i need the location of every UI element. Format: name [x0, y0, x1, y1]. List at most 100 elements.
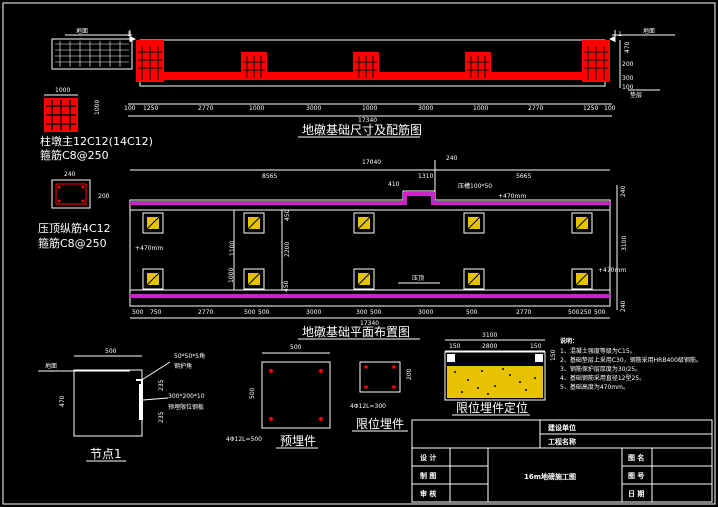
lpos-height: 150 — [550, 349, 557, 361]
plan-dim-left: 8565 — [262, 173, 277, 180]
column-detail: 1000 1000 柱墩主12C12(14C12) 箍筋C8@250 — [40, 87, 153, 162]
limiter-title: 限位埋件 — [356, 416, 404, 431]
node-plate2: 预埋限位钢板 — [168, 403, 204, 411]
plan-view: 17040 240 8565 1310 5665 410 压槽100*50 +4… — [129, 155, 628, 340]
node-dim235b: 235 — [158, 411, 165, 423]
elev-dim-4: 1000 — [249, 105, 264, 112]
limiter-height: 200 — [406, 368, 413, 380]
limiter-rebar: 4Φ12L=300 — [350, 403, 386, 410]
plan-bottom-total: 17340 — [360, 320, 379, 327]
col-rebar: 柱墩主12C12(14C12) — [40, 134, 153, 148]
plan-dim-mid: 1310 — [418, 173, 433, 180]
note-5: 5、基础高度为470mm。 — [560, 383, 629, 391]
col-stirrup: 箍筋C8@250 — [40, 148, 109, 162]
node-detail: 地面 500 470 235 235 50*50*5角 钢护角 300*200*… — [38, 348, 205, 462]
plan-bdim-8: 500 — [370, 309, 382, 316]
tb-project: 工程名称 — [548, 437, 576, 446]
plan-bdim-10: 500 — [466, 309, 478, 316]
tb-draw: 制 图 — [420, 471, 436, 480]
ground-label-left: 地面 — [76, 27, 88, 35]
cap-rebar: 压顶纵筋4C12 — [38, 221, 111, 235]
col-height: 1000 — [94, 100, 101, 115]
elev-dim-2: 1250 — [143, 105, 158, 112]
embed-rebar: 4Φ12L=500 — [226, 436, 262, 443]
node-dim235: 235 — [158, 379, 165, 391]
inner-dim-2200: 2200 — [284, 242, 291, 257]
plan-bdim-9: 3000 — [418, 309, 433, 316]
note-4: 4、基础钢筋采用直径12型25。 — [560, 374, 645, 382]
tb-design: 设 计 — [420, 453, 436, 462]
note-2: 2、基础垫层上采用C30，钢筋采用HRB400级钢筋。 — [560, 356, 702, 364]
cap-height: 200 — [98, 193, 110, 200]
plan-bdim-4: 500 — [244, 309, 256, 316]
node-height: 470 — [59, 395, 66, 407]
elev-dim-5: 3000 — [306, 105, 321, 112]
tb-check: 审 核 — [420, 489, 436, 498]
embed-detail: 500 500 4Φ12L=500 预埋件 — [226, 344, 331, 449]
inner-dim-450-bot: 450 — [283, 280, 290, 292]
lpos-dim-1: 150 — [449, 343, 461, 350]
plan-groove: 压槽100*50 — [458, 182, 492, 190]
elev-dim-7: 3000 — [418, 105, 433, 112]
right-dim-100: 100 — [622, 84, 634, 91]
limiter-position-detail: 3100 150 2800 150 150 限位埋件定位 — [444, 332, 557, 416]
plan-right-240-bot: 240 — [620, 300, 627, 312]
note-3: 3、钢筋保护层厚度为30/25。 — [560, 365, 641, 373]
plan-right-3100: 3100 — [621, 236, 628, 251]
elev-dim-8: 1000 — [473, 105, 488, 112]
limiter-detail: 200 4Φ12L=300 限位埋件 — [350, 361, 413, 432]
lpos-dim-2: 2800 — [482, 343, 497, 350]
embed-height: 500 — [249, 387, 256, 399]
section-marker-right: 1 — [618, 31, 622, 38]
lpos-title: 限位埋件定位 — [456, 400, 528, 415]
node-angle: 50*50*5角 — [174, 352, 205, 360]
inner-dim-1100: 1100 — [229, 241, 236, 256]
ground-label-right: 地面 — [643, 27, 655, 35]
plan-cap-label: 压顶 — [412, 275, 424, 282]
plan-top-total: 17040 — [362, 159, 381, 166]
plan-elev-left: +470mm — [135, 245, 163, 252]
col-width: 1000 — [55, 87, 70, 94]
cap-width: 240 — [64, 171, 76, 178]
right-dim-300: 300 — [622, 75, 634, 82]
elev-dim-6: 1000 — [362, 105, 377, 112]
tb-figure: 图 名 — [628, 453, 644, 462]
node-width: 500 — [105, 348, 117, 355]
cap-detail: 240 200 压顶纵筋4C12 箍筋C8@250 — [38, 171, 111, 250]
plan-bdim-13: 250 — [580, 309, 592, 316]
plan-dim-right: 5665 — [516, 173, 531, 180]
elev-total: 17340 — [358, 117, 377, 124]
node-angle2: 钢护角 — [174, 362, 192, 370]
plan-bdim-6: 3000 — [306, 309, 321, 316]
plan-elev-right: +470mm — [598, 267, 626, 274]
embed-title: 预埋件 — [280, 434, 316, 448]
right-dim-200: 200 — [622, 61, 634, 68]
plan-bdim-1: 500 — [132, 309, 144, 316]
elev-dim-1: 100 — [124, 105, 136, 112]
lpos-total: 3100 — [482, 332, 497, 339]
node-ground: 地面 — [45, 362, 57, 370]
inner-dim-450-top: 450 — [284, 209, 291, 221]
notes: 说明： 1、混凝土强度等级为C15。 2、基础垫层上采用C30，钢筋采用HRB4… — [560, 337, 702, 391]
plan-bdim-11: 2770 — [516, 309, 531, 316]
plan-bdim-3: 2770 — [198, 309, 213, 316]
tb-unit: 建设单位 — [548, 423, 576, 432]
right-dim-470: 470 — [624, 41, 631, 53]
plan-title: 地礅基础平面布置图 — [302, 324, 410, 339]
plan-dim-small: 410 — [388, 181, 400, 188]
plan-right-240-top: 240 — [620, 185, 627, 197]
plan-bdim-12: 500 — [568, 309, 580, 316]
plan-bdim-14: 500 — [594, 309, 606, 316]
lpos-dim-3: 150 — [530, 343, 542, 350]
section-marker-left: 1 — [127, 31, 131, 38]
elev-dim-9: 2770 — [528, 105, 543, 112]
note-1: 1、混凝土强度等级为C15。 — [560, 347, 636, 355]
node-plate: 300*200*10 — [168, 393, 205, 400]
padlayer-label: 垫层 — [630, 91, 642, 99]
embed-width: 500 — [290, 344, 302, 351]
plan-bdim-5: 500 — [258, 309, 270, 316]
notes-heading: 说明： — [560, 337, 578, 345]
cap-stirrup: 箍筋C8@250 — [38, 236, 107, 250]
node-title: 节点1 — [90, 447, 122, 461]
elev-dim-11: 100 — [604, 105, 616, 112]
